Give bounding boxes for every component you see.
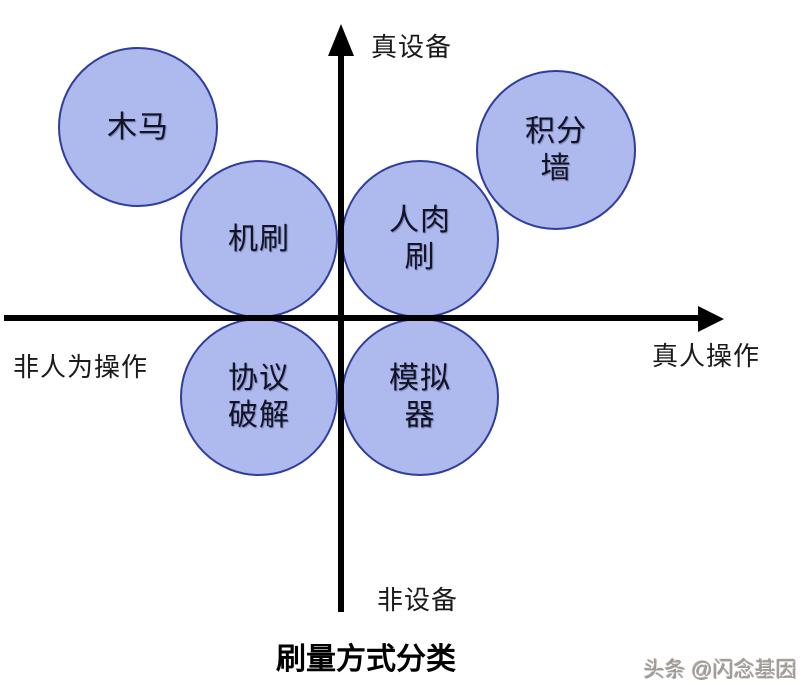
axis-label-real-device: 真设备 [371,32,453,62]
axis-label-non-device: 非设备 [377,585,459,615]
bubble-human-brush: 人肉 刷 [341,160,499,318]
bubble-points-wall-label: 积分 墙 [525,115,587,185]
bubble-points-wall: 积分 墙 [476,70,636,230]
x-axis-line [4,315,698,321]
axis-label-real-human-operation: 真人操作 [652,341,761,371]
up-arrowhead-icon [328,24,354,56]
bubble-emulator-label: 模拟 器 [389,362,451,432]
bubble-emulator: 模拟 器 [341,318,499,476]
bubble-trojan-label: 木马 [107,110,169,144]
bubble-human-brush-label: 人肉 刷 [389,204,451,274]
right-arrowhead-icon [698,306,724,332]
bubble-trojan: 木马 [58,47,218,207]
y-axis-line [338,50,344,612]
diagram-title: 刷量方式分类 [276,643,456,676]
bubble-protocol-crack: 协议 破解 [180,318,338,476]
bubble-protocol-crack-label: 协议 破解 [228,362,290,432]
bubble-machine-brush: 机刷 [180,160,338,318]
watermark: 头条 @闪念基因 [643,659,797,682]
bubble-machine-brush-label: 机刷 [228,222,290,256]
axis-label-non-human-operation: 非人为操作 [13,352,149,382]
